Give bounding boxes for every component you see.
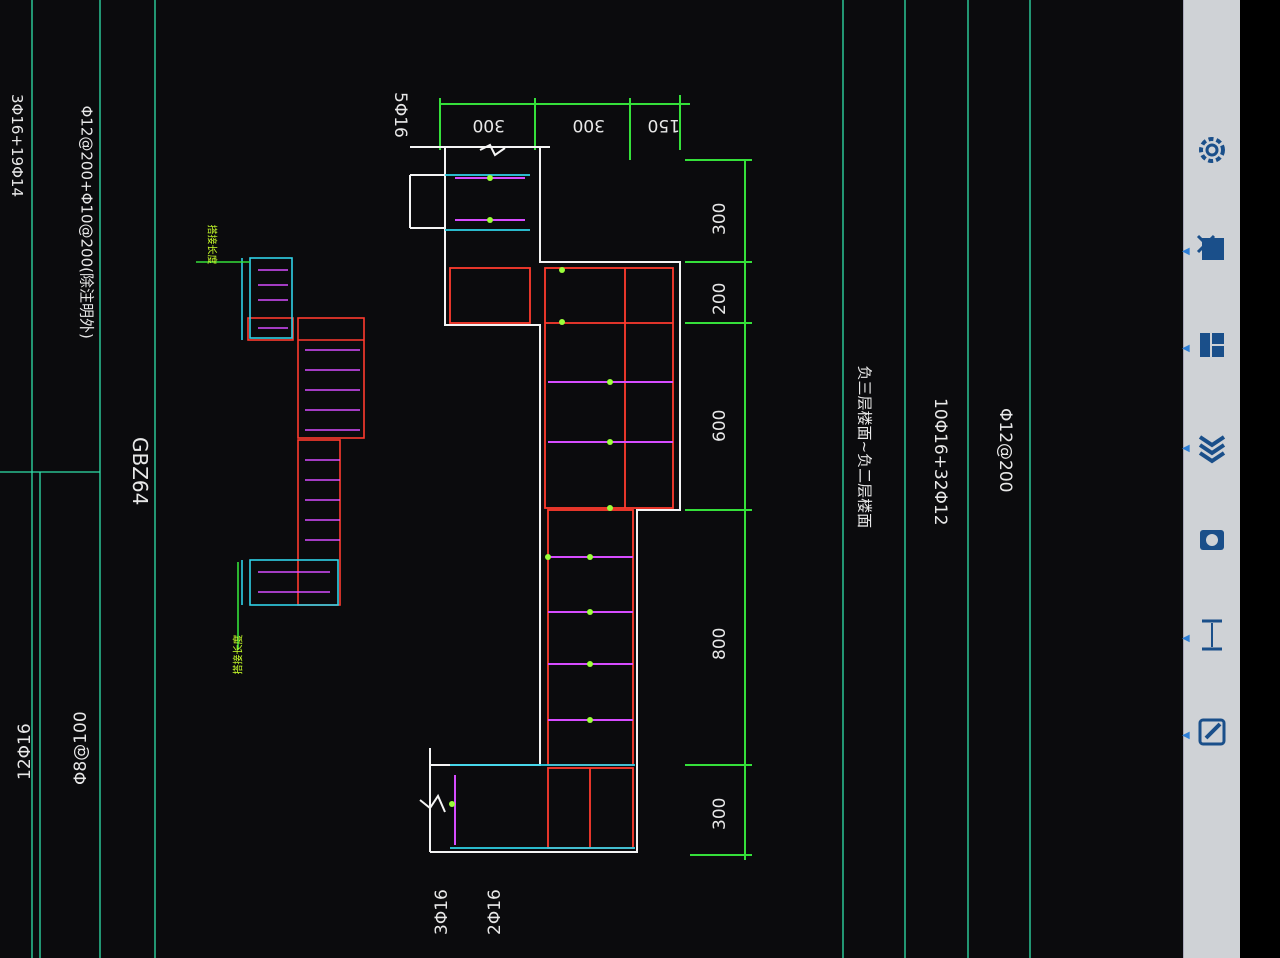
dim-right-300-a: 300	[710, 202, 730, 235]
left-rebar-label-1: 12Φ16	[15, 723, 35, 780]
elevation-range-label: 负三层楼面~负二层楼面	[855, 365, 874, 529]
lap-detail-drawing	[196, 257, 365, 650]
left-rebar-label-2: Φ8@100	[71, 711, 91, 785]
dim-top-300-a: 300	[472, 115, 505, 135]
top-rebar-label-1: 3Φ16+19Φ14	[8, 94, 26, 197]
longitudinal-rebar-label: 10Φ16+32Φ12	[930, 398, 950, 526]
cross-ties-cyan	[445, 174, 635, 849]
panels-icon[interactable]: ◀	[1182, 325, 1232, 365]
dim-right-600: 600	[710, 409, 730, 442]
dim-top-300-b: 300	[572, 115, 605, 135]
dim-right-800: 800	[710, 627, 730, 660]
stirrup-spacing-label: Φ12@200	[995, 408, 1015, 493]
layers-icon[interactable]: ◀	[1182, 425, 1232, 465]
rebar-dots	[449, 175, 613, 807]
bottom-callout-label-2: 2Φ16	[485, 889, 505, 935]
chevron-left-icon: ◀	[1182, 633, 1190, 644]
pen-tools-icon[interactable]: ◀	[1182, 228, 1232, 268]
dimension-lines	[439, 95, 752, 860]
dim-top-150: 150	[647, 115, 680, 135]
bottom-callout-label-1: 3Φ16	[432, 889, 452, 935]
device-bezel	[1240, 0, 1280, 958]
annotate-icon[interactable]: ◀	[1182, 712, 1232, 752]
lap-length-label-1: 搭接长度	[205, 224, 217, 265]
measure-icon[interactable]: ◀	[1182, 615, 1232, 655]
cad-toolbar: ◀ ◀ ◀ ◀ ◀	[1182, 0, 1240, 958]
chevron-left-icon: ◀	[1182, 343, 1190, 354]
dim-right-300-b: 300	[710, 797, 730, 830]
lap-length-label-2: 搭接长度	[233, 634, 245, 675]
camera-icon[interactable]	[1192, 520, 1232, 560]
chevron-left-icon: ◀	[1182, 443, 1190, 454]
chevron-left-icon: ◀	[1182, 246, 1190, 257]
dim-right-200: 200	[710, 282, 730, 315]
settings-icon[interactable]	[1192, 130, 1232, 170]
section-id-label: GBZ64	[128, 437, 152, 506]
chevron-left-icon: ◀	[1182, 730, 1190, 741]
top-callout-label: 5Φ16	[390, 92, 410, 138]
top-rebar-label-2: Φ12@200+Φ10@200(除注明外)	[77, 105, 96, 339]
cross-ties-magenta	[454, 177, 673, 845]
